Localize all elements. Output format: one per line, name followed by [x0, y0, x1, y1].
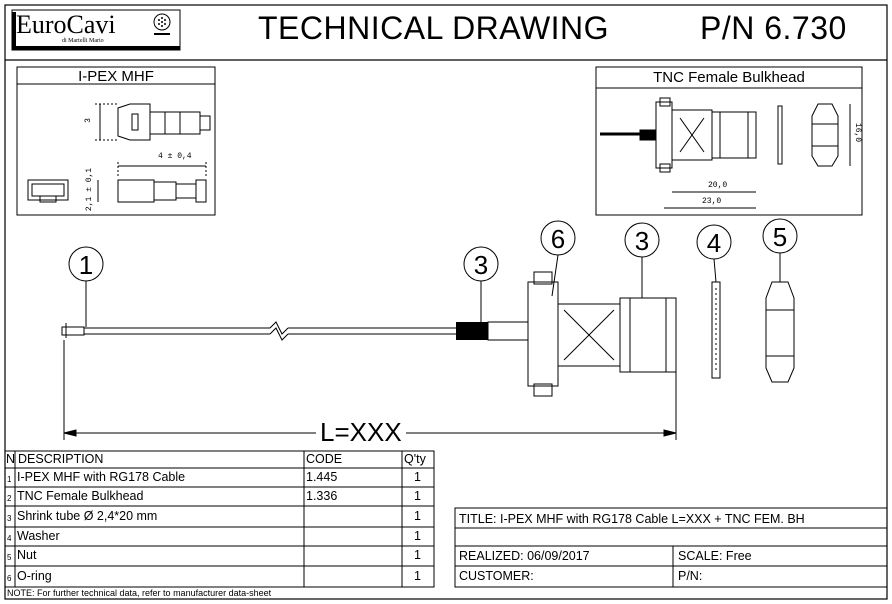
ipex-top-view: [95, 103, 211, 141]
balloon-3a-label: 3: [474, 250, 488, 280]
bom-row-n: 1: [7, 475, 12, 484]
logo-bar-left: [12, 12, 16, 50]
logo-text: EuroCavi: [16, 10, 116, 39]
ipex-connector-main: [61, 323, 270, 338]
outer-frame: [4, 4, 888, 600]
dim-tnc-b: 23,0: [702, 197, 722, 206]
logo-bar-bottom: [12, 46, 180, 50]
drawing-title: TECHNICAL DRAWING: [258, 10, 610, 46]
bom-header-qty: Q'ty: [404, 452, 426, 466]
cable-break: [269, 321, 456, 341]
bom-header-n: N: [6, 452, 16, 466]
detail-right-title: TNC Female Bulkhead: [653, 69, 805, 86]
title-block-grid: [454, 507, 888, 588]
bom-row-qty: 1: [414, 489, 421, 503]
detail-left-title: I-PEX MHF: [78, 68, 154, 85]
washer-main: [711, 281, 721, 379]
part-number: P/N 6.730: [700, 10, 847, 46]
bom-header-code: CODE: [306, 452, 343, 466]
bom-header-description: DESCRIPTION: [18, 452, 104, 466]
length-label: L=XXX: [316, 418, 406, 446]
dim-ipex-width: 2,1 ± 0,1: [85, 167, 95, 212]
bom-row-description: Washer: [17, 529, 60, 543]
bom-row-description: Shrink tube Ø 2,4*20 mm: [17, 509, 158, 523]
dim-tnc-a: 20,0: [708, 181, 728, 190]
balloon-1-label: 1: [79, 250, 93, 280]
dim-ipex-length: 4 ± 0,4: [158, 152, 192, 161]
bom-row-n: 5: [7, 553, 12, 562]
bom-row-n: 2: [7, 494, 12, 503]
title-block-scale: SCALE: Free: [678, 549, 752, 563]
bom-row-description: I-PEX MHF with RG178 Cable: [17, 470, 186, 484]
dim-tnc-c: 16,0: [853, 122, 863, 143]
bom-row-code: 1.445: [306, 470, 338, 484]
logo-emblem-icon: [153, 13, 171, 35]
bom-row-qty: 1: [414, 470, 421, 484]
bom-row-description: O-ring: [17, 569, 52, 583]
dim-ipex-height: 3: [83, 118, 93, 123]
detail-left-frame: [16, 66, 216, 216]
bom-table-grid: [4, 450, 435, 588]
logo-subtitle: di Martelli Mario: [62, 38, 104, 44]
bom-row-description: Nut: [17, 548, 37, 562]
bom-row-qty: 1: [414, 569, 421, 583]
bom-row-qty: 1: [414, 509, 421, 523]
title-block-realized: REALIZED: 06/09/2017: [459, 549, 590, 563]
title-block-pn: P/N:: [678, 569, 703, 583]
bom-note: NOTE: For further technical data, refer …: [7, 588, 272, 598]
tnc-bulkhead-main: [487, 271, 677, 397]
detail-right-frame: [595, 66, 863, 216]
bom-row-n: 4: [7, 534, 12, 543]
bom-row-n: 3: [7, 514, 12, 523]
balloon-6-label: 6: [551, 224, 565, 254]
balloon-4-label: 4: [707, 228, 721, 258]
bom-row-qty: 1: [414, 548, 421, 562]
bom-row-n: 6: [7, 574, 12, 583]
balloon-3b-label: 3: [635, 226, 649, 256]
ipex-side-view: [27, 162, 207, 203]
shrink-tube: [456, 322, 488, 340]
balloon-5-label: 5: [773, 222, 787, 252]
bom-row-qty: 1: [414, 529, 421, 543]
bom-row-code: 1.336: [306, 489, 338, 503]
tnc-detail-view: [600, 97, 851, 209]
title-block-customer: CUSTOMER:: [459, 569, 534, 583]
title-block-title: TITLE: I-PEX MHF with RG178 Cable L=XXX …: [459, 512, 805, 526]
nut-main: [765, 281, 795, 383]
bom-row-description: TNC Female Bulkhead: [17, 489, 144, 503]
